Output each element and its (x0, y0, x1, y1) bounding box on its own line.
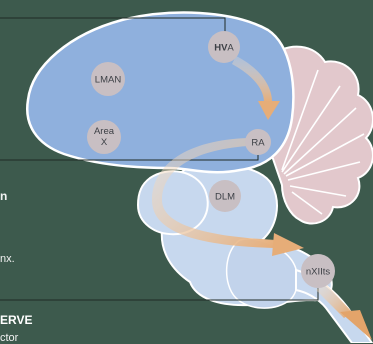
node-ra-label: RA (251, 138, 265, 149)
node-lman: LMAN (91, 62, 125, 96)
node-hva-label-rest: A (227, 43, 234, 54)
node-area-x: Area X (87, 120, 121, 154)
node-hva-label: HVA (214, 43, 234, 54)
node-nxiits: nXIIts (301, 254, 335, 288)
cropped-label-word: nx. (0, 253, 15, 265)
node-hva-label-bold: HV (214, 43, 228, 54)
node-hva: HVA (208, 31, 240, 63)
cropped-label-letter: n (0, 190, 7, 202)
node-dlm-label: DLM (215, 192, 235, 203)
nerve-subtext: ctor (0, 332, 18, 344)
nerve-heading: ERVE (0, 314, 32, 326)
node-nxiits-label: nXIIts (306, 267, 331, 278)
node-area-x-label-line2: X (101, 137, 108, 148)
node-lman-label: LMAN (95, 75, 122, 86)
node-area-x-label-line1: Area (94, 126, 115, 137)
node-ra: RA (245, 129, 271, 155)
node-dlm: DLM (209, 180, 241, 212)
